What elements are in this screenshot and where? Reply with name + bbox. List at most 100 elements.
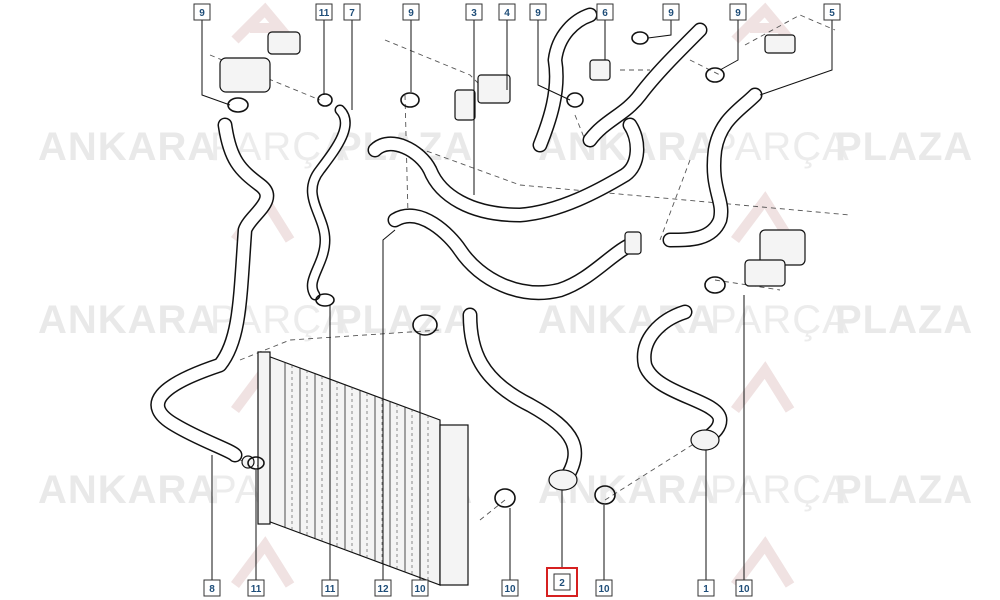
highlight-frame bbox=[546, 567, 578, 597]
callout-label: 7 bbox=[349, 8, 355, 19]
callout-label: 9 bbox=[668, 8, 674, 19]
hose-1-end bbox=[690, 429, 720, 451]
leader-lines bbox=[201, 20, 833, 580]
watermark-word-ankara: ANKARA bbox=[38, 468, 217, 512]
callout-1[interactable]: 1 bbox=[697, 579, 715, 597]
watermark-logo-mark bbox=[731, 536, 795, 588]
callout-box bbox=[247, 579, 265, 597]
leader-12 bbox=[382, 229, 396, 580]
leader-9 bbox=[647, 20, 672, 39]
hoses bbox=[150, 7, 763, 491]
hose-upper-stub bbox=[532, 7, 598, 153]
watermark-word-plaza: PLAZA bbox=[835, 298, 973, 342]
watermark-word-ankara: ANKARA bbox=[38, 125, 217, 169]
hose-1 bbox=[636, 304, 728, 451]
callout-box bbox=[529, 3, 547, 21]
clamps bbox=[227, 31, 726, 508]
clamp-10 bbox=[412, 314, 438, 336]
callout-box bbox=[343, 3, 361, 21]
radiator bbox=[241, 351, 469, 586]
callout-2-highlighted[interactable]: 2 bbox=[546, 567, 578, 597]
callout-box bbox=[596, 3, 614, 21]
watermark-word-plaza: PLAZA bbox=[835, 125, 973, 169]
callout-label: 11 bbox=[325, 584, 336, 595]
leader-9 bbox=[719, 20, 739, 71]
leader-9 bbox=[537, 20, 571, 101]
callout-label: 9 bbox=[535, 8, 541, 19]
callout-label: 10 bbox=[738, 584, 750, 595]
valve-fitting bbox=[764, 34, 796, 54]
leader-9 bbox=[201, 20, 231, 106]
callout-label: 4 bbox=[504, 8, 510, 19]
callout-8[interactable]: 8 bbox=[203, 579, 221, 597]
hose-7 bbox=[306, 104, 351, 301]
hose-2-end bbox=[548, 469, 578, 491]
clamp-9 bbox=[705, 67, 725, 83]
clamp-11 bbox=[247, 456, 265, 470]
callout-5[interactable]: 5 bbox=[823, 3, 841, 21]
callout-9[interactable]: 9 bbox=[529, 3, 547, 21]
callout-9[interactable]: 9 bbox=[193, 3, 211, 21]
callout-7[interactable]: 7 bbox=[343, 3, 361, 21]
guide-line bbox=[479, 499, 506, 521]
callout-box bbox=[595, 579, 613, 597]
sensor-fitting bbox=[267, 31, 301, 55]
callout-box bbox=[501, 579, 519, 597]
callout-12[interactable]: 12 bbox=[374, 579, 392, 597]
callout-label: 6 bbox=[602, 8, 608, 19]
guide-line bbox=[744, 14, 836, 46]
callout-11[interactable]: 11 bbox=[321, 579, 339, 597]
hose-2 bbox=[462, 307, 583, 491]
watermark-word-parca: PARÇA bbox=[710, 125, 850, 169]
callout-11[interactable]: 11 bbox=[315, 3, 333, 21]
callout-box bbox=[315, 3, 333, 21]
radiator-core bbox=[264, 354, 441, 586]
clamp-9 bbox=[227, 97, 249, 113]
callout-4[interactable]: 4 bbox=[498, 3, 516, 21]
callout-10[interactable]: 10 bbox=[595, 579, 613, 597]
callout-9[interactable]: 9 bbox=[662, 3, 680, 21]
callout-label: 2 bbox=[559, 578, 565, 589]
radiator-left-tank bbox=[257, 351, 271, 525]
callout-11[interactable]: 11 bbox=[247, 579, 265, 597]
radiator-right-tank bbox=[439, 424, 469, 586]
hose-12 bbox=[387, 208, 638, 301]
callout-10[interactable]: 10 bbox=[735, 579, 753, 597]
clamp-10 bbox=[594, 485, 616, 505]
fittings bbox=[219, 31, 806, 287]
callout-3[interactable]: 3 bbox=[465, 3, 483, 21]
callout-box bbox=[498, 3, 516, 21]
callout-box bbox=[823, 3, 841, 21]
watermark-logo-mark bbox=[731, 361, 795, 413]
watermark-logo-mark bbox=[731, 191, 795, 243]
clamp-9 bbox=[631, 31, 649, 45]
callout-box bbox=[465, 3, 483, 21]
watermark: ANKARA PARÇA PLAZA ANKARA PARÇA PLAZA AN… bbox=[38, 2, 973, 588]
clamp-9 bbox=[400, 92, 420, 108]
guide-line bbox=[689, 59, 721, 76]
callout-box bbox=[553, 573, 571, 591]
callout-6[interactable]: 6 bbox=[596, 3, 614, 21]
guide-line bbox=[239, 329, 441, 361]
callout-box bbox=[321, 579, 339, 597]
callout-box bbox=[203, 579, 221, 597]
watermark-word-plaza: PLAZA bbox=[335, 298, 473, 342]
callout-10[interactable]: 10 bbox=[501, 579, 519, 597]
guide-line bbox=[409, 144, 851, 216]
hose-3 bbox=[367, 117, 645, 223]
callout-box bbox=[729, 3, 747, 21]
callout-label: 9 bbox=[735, 8, 741, 19]
callout-9[interactable]: 9 bbox=[402, 3, 420, 21]
callout-label: 9 bbox=[408, 8, 414, 19]
joint-fitting bbox=[624, 231, 642, 255]
callout-box bbox=[735, 579, 753, 597]
callout-box bbox=[697, 579, 715, 597]
watermark-word-ankara: ANKARA bbox=[38, 298, 217, 342]
watermark-word-parca: PARÇA bbox=[710, 468, 850, 512]
callout-label: 3 bbox=[471, 8, 477, 19]
callout-10[interactable]: 10 bbox=[411, 579, 429, 597]
watermark-word-ankara: ANKARA bbox=[538, 298, 717, 342]
callout-9[interactable]: 9 bbox=[729, 3, 747, 21]
watermark-logo-mark bbox=[231, 536, 295, 588]
